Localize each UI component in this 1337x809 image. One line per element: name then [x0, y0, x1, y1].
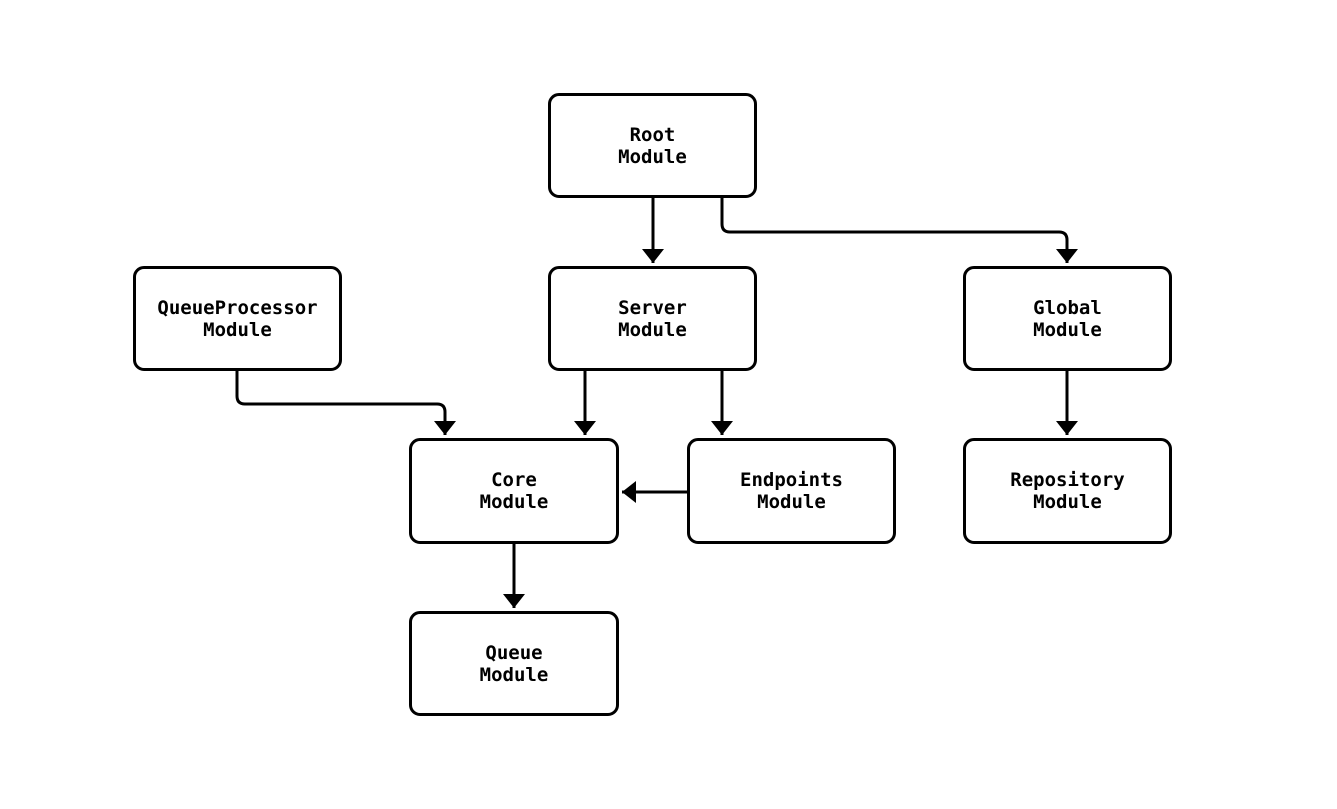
node-label-line1: Core: [491, 469, 537, 491]
node-label-line1: Server: [618, 296, 687, 319]
node-label-line2: Module: [479, 491, 549, 513]
node-label-line2: Module: [618, 318, 687, 341]
node-label-line2: Module: [1033, 318, 1102, 341]
node-repository-module: Repository Module: [963, 438, 1172, 544]
node-label-line2: Module: [757, 491, 826, 513]
edge-root-to-global: [720, 198, 1078, 263]
node-label-line1: Endpoints: [740, 469, 843, 491]
node-queue-module: Queue Module: [409, 611, 619, 716]
node-label-line2: Module: [618, 145, 687, 168]
node-label-line2: Module: [203, 318, 272, 341]
node-root-module: Root Module: [548, 93, 757, 198]
node-endpoints-module: Endpoints Module: [687, 438, 896, 544]
node-core-module: Core Module: [409, 438, 619, 544]
node-label-line1: Root: [629, 123, 676, 146]
node-label-line2: Module: [1033, 491, 1102, 513]
node-label-line1: QueueProcessor: [157, 296, 318, 319]
node-label-line2: Module: [479, 663, 549, 686]
node-queueprocessor-module: QueueProcessor Module: [133, 266, 342, 371]
node-global-module: Global Module: [963, 266, 1172, 371]
node-server-module: Server Module: [548, 266, 757, 371]
node-label-line1: Queue: [485, 641, 543, 664]
node-label-line1: Repository: [1010, 469, 1125, 491]
node-label-line1: Global: [1033, 296, 1102, 319]
edge-queueprocessor-to-core: [235, 371, 456, 435]
